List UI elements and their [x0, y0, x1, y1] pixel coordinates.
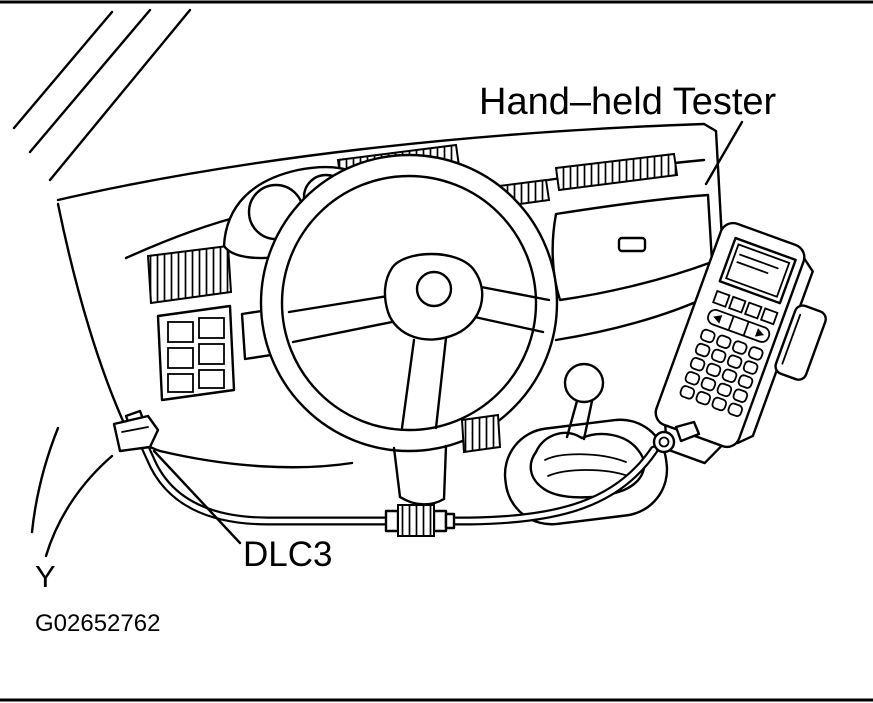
kick-panel-curve-1 — [44, 454, 114, 558]
switch — [198, 317, 225, 339]
tester-side-module-line — [781, 313, 802, 365]
horn-button — [415, 270, 453, 308]
tester-cable-plug — [652, 420, 701, 454]
tester-side-module — [774, 304, 827, 381]
dash-left-side — [56, 202, 130, 434]
tester-function-key — [759, 307, 779, 326]
plug-nut — [652, 430, 676, 454]
tester-leader-line — [704, 120, 744, 186]
console-plate — [503, 418, 669, 526]
cable-left-core — [142, 444, 399, 524]
connector-tip — [444, 512, 456, 530]
shift-boot — [529, 431, 646, 499]
tester-arrow-key-bar — [707, 308, 771, 343]
boot-fold — [547, 469, 629, 477]
tester-function-key — [712, 289, 731, 308]
figure-id-label: G02652762 — [35, 610, 160, 637]
inline-cable-connector — [384, 504, 456, 537]
column-lower-panel — [460, 413, 502, 454]
dash-right-edge — [702, 122, 724, 242]
steering-column — [392, 446, 402, 499]
wheel-spoke-bottom — [400, 338, 416, 430]
defroster-vent-right — [554, 152, 679, 192]
screen-text-line — [739, 253, 779, 270]
boot-fold — [544, 453, 627, 463]
shift-lever-stem — [565, 399, 579, 439]
dlc3-body — [112, 414, 160, 453]
steering-wheel — [259, 153, 559, 506]
plug-pin — [658, 436, 670, 448]
tester-function-key — [728, 295, 747, 314]
diagnostic-cable — [140, 442, 659, 526]
wheel-spoke-left — [287, 294, 390, 314]
plug-body — [674, 420, 701, 443]
glove-box-latch — [617, 236, 647, 253]
windshield-base — [56, 122, 706, 202]
arrow-bar-divider — [743, 321, 750, 336]
hand-held-tester — [654, 221, 827, 465]
tester-screen — [725, 243, 791, 298]
tester-function-key — [743, 301, 763, 320]
arrow-right-icon — [754, 328, 765, 337]
connector-body — [397, 504, 435, 537]
dlc3-leader-line — [152, 449, 242, 545]
kick-panel-curve-2 — [30, 426, 60, 534]
wheel-hub — [383, 252, 484, 341]
wheel-spoke-right — [474, 284, 551, 302]
wheel-spoke-left — [291, 320, 394, 344]
screen-text-line — [736, 261, 769, 274]
connector-flange-right — [432, 509, 448, 533]
dash-lower-edge — [158, 449, 354, 469]
glove-box — [551, 193, 714, 302]
tester-label: Hand–held Tester — [479, 81, 777, 123]
a-pillar — [12, 8, 192, 182]
shift-knob — [563, 362, 605, 404]
wheel-spoke-right — [468, 314, 545, 334]
cable-left-run — [140, 442, 401, 526]
steering-column-base — [398, 495, 446, 506]
shift-lever-stem — [582, 399, 594, 441]
dlc3-connector — [112, 409, 160, 453]
switch — [198, 343, 225, 365]
figure-labels: Hand–held Tester DLC3 Y G02652762 — [35, 81, 777, 637]
switch — [198, 369, 225, 389]
view-label: Y — [35, 559, 56, 594]
switch — [167, 321, 194, 343]
shift-lever — [503, 362, 669, 526]
steering-column — [442, 444, 448, 501]
arrow-bar-divider — [727, 316, 735, 331]
cable-right-core — [443, 447, 657, 524]
wheel-inner-rim — [280, 174, 538, 432]
switch — [167, 347, 194, 369]
arrow-left-icon — [713, 315, 723, 324]
dlc3-label: DLC3 — [243, 535, 332, 574]
side-vent — [146, 244, 233, 305]
switch — [167, 373, 194, 393]
wheel-spoke-bottom — [434, 336, 448, 430]
tester-keypad — [679, 328, 764, 417]
dlc3-detail-line — [121, 426, 149, 433]
connector-flange-left — [384, 509, 400, 533]
